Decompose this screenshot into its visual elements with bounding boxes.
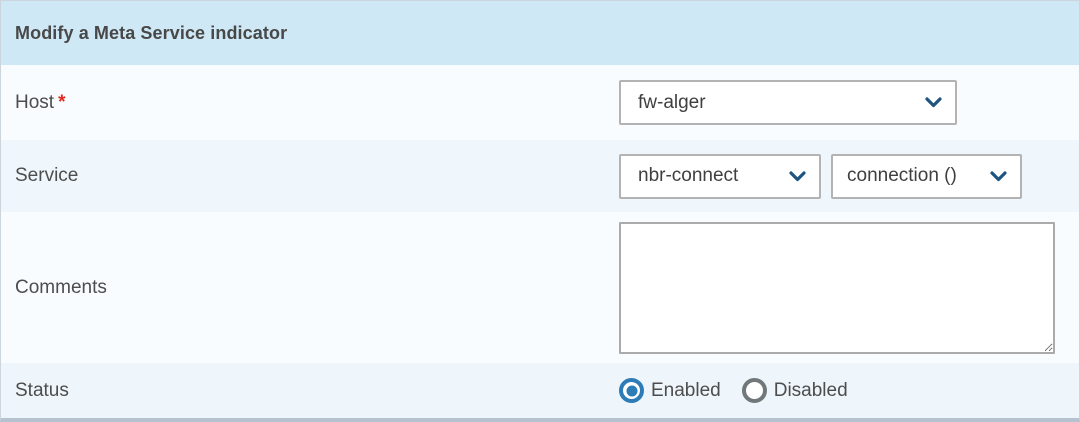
service-label-cell: Service xyxy=(1,165,619,187)
status-label-cell: Status xyxy=(1,380,619,402)
service-row: Service nbr-connect connection () xyxy=(1,140,1079,212)
comments-label: Comments xyxy=(15,276,107,298)
status-row: Status Enabled Disabled xyxy=(1,363,1079,418)
comments-row: Comments xyxy=(1,212,1079,363)
status-option-enabled[interactable]: Enabled xyxy=(619,378,721,403)
form-header: Modify a Meta Service indicator xyxy=(1,1,1079,65)
comments-label-cell: Comments xyxy=(1,277,619,299)
chevron-down-icon xyxy=(990,170,1007,182)
service-select-value: nbr-connect xyxy=(638,165,739,186)
radio-button-disabled xyxy=(741,378,767,403)
comments-textarea[interactable] xyxy=(619,221,1055,354)
metric-select[interactable]: connection () xyxy=(831,153,1022,199)
metric-select-value: connection () xyxy=(847,165,957,186)
status-option-disabled[interactable]: Disabled xyxy=(741,378,848,403)
radio-label-enabled: Enabled xyxy=(651,379,721,401)
host-label-cell: Host* xyxy=(1,92,619,114)
radio-label-disabled: Disabled xyxy=(773,379,848,401)
chevron-down-icon xyxy=(925,97,942,108)
service-select[interactable]: nbr-connect xyxy=(619,153,821,199)
comments-control-cell xyxy=(619,221,1079,354)
host-row: Host* fw-alger xyxy=(1,65,1079,140)
required-asterisk: * xyxy=(58,91,66,113)
service-label: Service xyxy=(15,165,79,186)
host-label: Host xyxy=(15,91,55,113)
page-title: Modify a Meta Service indicator xyxy=(15,22,288,43)
chevron-down-icon xyxy=(789,170,806,182)
status-control-cell: Enabled Disabled xyxy=(619,378,1079,403)
status-label: Status xyxy=(15,379,69,401)
host-select[interactable]: fw-alger xyxy=(619,80,957,125)
radio-button-enabled xyxy=(619,378,644,403)
host-control-cell: fw-alger xyxy=(619,80,1079,125)
service-control-cell: nbr-connect connection () xyxy=(619,153,1079,199)
host-select-value: fw-alger xyxy=(638,91,706,113)
